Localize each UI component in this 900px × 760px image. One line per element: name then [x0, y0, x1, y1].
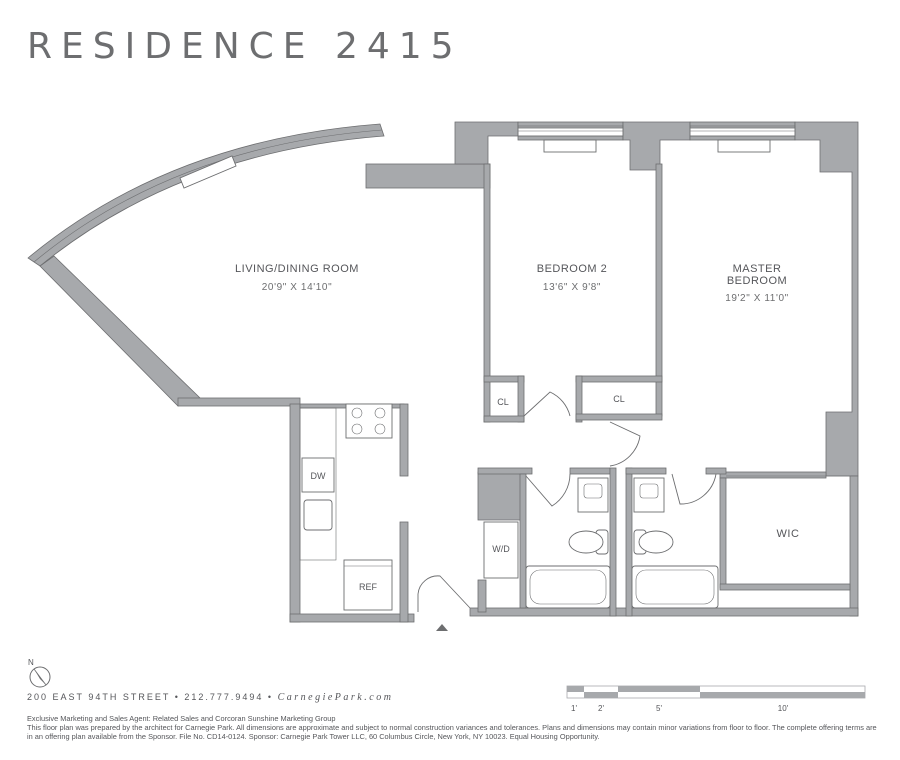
living-dims: 20'9" X 14'10" — [262, 282, 332, 293]
closet-b-label: CL — [613, 394, 625, 404]
wic-label: WIC — [777, 528, 800, 540]
master-top-wall — [689, 121, 796, 129]
living-label: LIVING/DINING ROOM — [235, 263, 359, 275]
kitchen-sink — [303, 499, 333, 531]
compass-icon: N — [28, 658, 51, 688]
bed2-top-wall — [517, 121, 624, 129]
diagonal-wall — [39, 255, 201, 407]
exterior-walls — [27, 121, 859, 617]
right-wall-lower — [849, 475, 859, 617]
bedroom2-dims: 13'6" X 9'8" — [543, 282, 601, 293]
bathtub-left — [525, 565, 611, 609]
master-label-line2: BEDROOM — [727, 275, 787, 287]
curved-window-wall — [27, 123, 385, 267]
bath-fixtures — [483, 477, 719, 609]
bedroom2-label: BEDROOM 2 — [537, 263, 608, 275]
column-bed2 — [454, 121, 519, 165]
kitchen-left-wall — [289, 403, 301, 623]
washer-dryer — [483, 521, 519, 579]
scale-tick-10: 10' — [778, 704, 789, 713]
scale-bar: 1' 2' 5' 10' — [566, 685, 866, 713]
scale-tick-1: 1' — [571, 704, 577, 713]
address-text: 200 EAST 94TH STREET • 212.777.9494 • — [27, 692, 274, 702]
closet-a-label: CL — [497, 397, 509, 407]
interior-walls — [289, 163, 851, 623]
website-link[interactable]: CarnegiePark.com — [277, 692, 394, 703]
doors — [417, 391, 850, 631]
column-mid — [622, 121, 691, 171]
living-bottom-wall — [177, 397, 301, 407]
scale-tick-5: 5' — [656, 704, 662, 713]
kitchen-fixtures — [299, 403, 393, 611]
master-label-line1: MASTER — [733, 263, 782, 275]
footer-address: 200 EAST 94TH STREET • 212.777.9494 • Ca… — [27, 692, 393, 703]
residence-title: RESIDENCE 2415 — [27, 26, 463, 67]
master-dims: 19'2" X 11'0" — [725, 293, 789, 304]
dishwasher-label: DW — [311, 471, 326, 481]
bottom-wall-right — [469, 607, 859, 617]
dishwasher — [301, 457, 335, 493]
svg-text:N: N — [28, 658, 34, 667]
bath-left-block — [477, 471, 523, 521]
legal-disclaimer: Exclusive Marketing and Sales Agent: Rel… — [27, 714, 877, 741]
living-top-wall — [365, 163, 491, 189]
washer-dryer-label: W/D — [492, 544, 510, 554]
refrigerator — [343, 559, 393, 611]
cooktop — [345, 403, 393, 439]
legal-line-1: Exclusive Marketing and Sales Agent: Rel… — [27, 714, 336, 723]
legal-line-2: This floor plan was prepared by the arch… — [27, 723, 877, 741]
refrigerator-label: REF — [359, 582, 378, 592]
column-right — [794, 121, 859, 477]
bathtub-right — [631, 565, 719, 609]
windows — [179, 125, 796, 189]
scale-tick-2: 2' — [598, 704, 604, 713]
